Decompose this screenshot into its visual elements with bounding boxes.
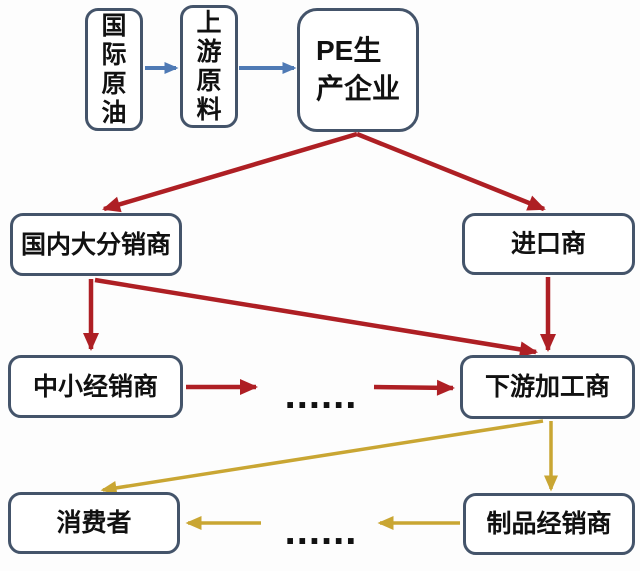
node-label: 中小经销商 [32,372,158,401]
node-label: 下游加工商 [484,373,610,401]
node-label: 国内大分销商 [20,230,171,259]
node-label: 国际原油 [101,11,127,127]
node-importer: 进口商 [462,213,635,275]
node-label: PE生产企业 [316,35,401,104]
node-downstream-processor: 下游加工商 [460,355,635,419]
node-label: 上游原料 [196,8,222,124]
node-domestic-large-distributor: 国内大分销商 [10,213,182,276]
node-label: 消费者 [56,509,132,537]
arrow-processor-to-consumer [100,419,544,495]
node-small-medium-dealer: 中小经销商 [8,355,183,418]
node-label: 制品经销商 [486,510,612,538]
arrow-pe-to-domestic-distributor [102,131,358,213]
arrow-ellipsis-to-processor [373,379,455,396]
node-consumer: 消费者 [8,492,180,554]
ellipsis-bottom-row: ...... [284,509,358,553]
node-upstream-raw-material: 上游原料 [180,5,238,128]
node-international-crude-oil: 国际原油 [85,8,143,131]
node-label: 进口商 [510,230,586,258]
arrow-domestic-to-processor [94,277,538,358]
ellipsis-middle-row: ...... [284,373,358,417]
node-product-dealer: 制品经销商 [463,493,635,555]
node-pe-producer: PE生产企业 [297,8,419,132]
arrow-pe-to-importer [356,131,546,212]
